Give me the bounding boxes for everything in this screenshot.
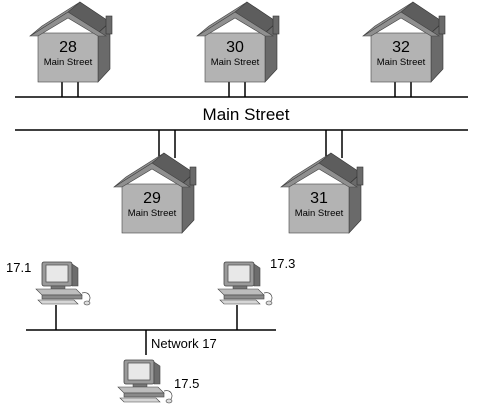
house-street: Main Street [44, 57, 93, 68]
house-30: 30 Main Street [196, 1, 280, 83]
house-number: 31 [310, 190, 328, 207]
street-label: Main Street [203, 105, 290, 124]
house-street: Main Street [377, 57, 426, 68]
computer-17-1 [35, 261, 91, 306]
computer-17-5 [117, 359, 173, 404]
house-number: 32 [392, 39, 410, 56]
house-number: 28 [59, 39, 77, 56]
house-connectors-bottom [158, 130, 343, 158]
house-28: 28 Main Street [29, 1, 113, 83]
network-drops [55, 305, 238, 355]
computer-label: 17.5 [174, 376, 199, 391]
computer-icon [117, 359, 173, 404]
house-street: Main Street [295, 208, 344, 219]
computer-icon [35, 261, 91, 306]
house-number: 30 [226, 39, 244, 56]
computer-label: 17.1 [6, 260, 31, 275]
house-street: Main Street [128, 208, 177, 219]
network-label: Network 17 [151, 336, 217, 351]
house-32: 32 Main Street [362, 1, 446, 83]
house-number: 29 [143, 190, 161, 207]
house-29: 29 Main Street [113, 152, 197, 234]
house-31: 31 Main Street [280, 152, 364, 234]
computer-label: 17.3 [270, 256, 295, 271]
computer-icon [217, 261, 273, 306]
house-street: Main Street [211, 57, 260, 68]
computer-17-3 [217, 261, 273, 306]
